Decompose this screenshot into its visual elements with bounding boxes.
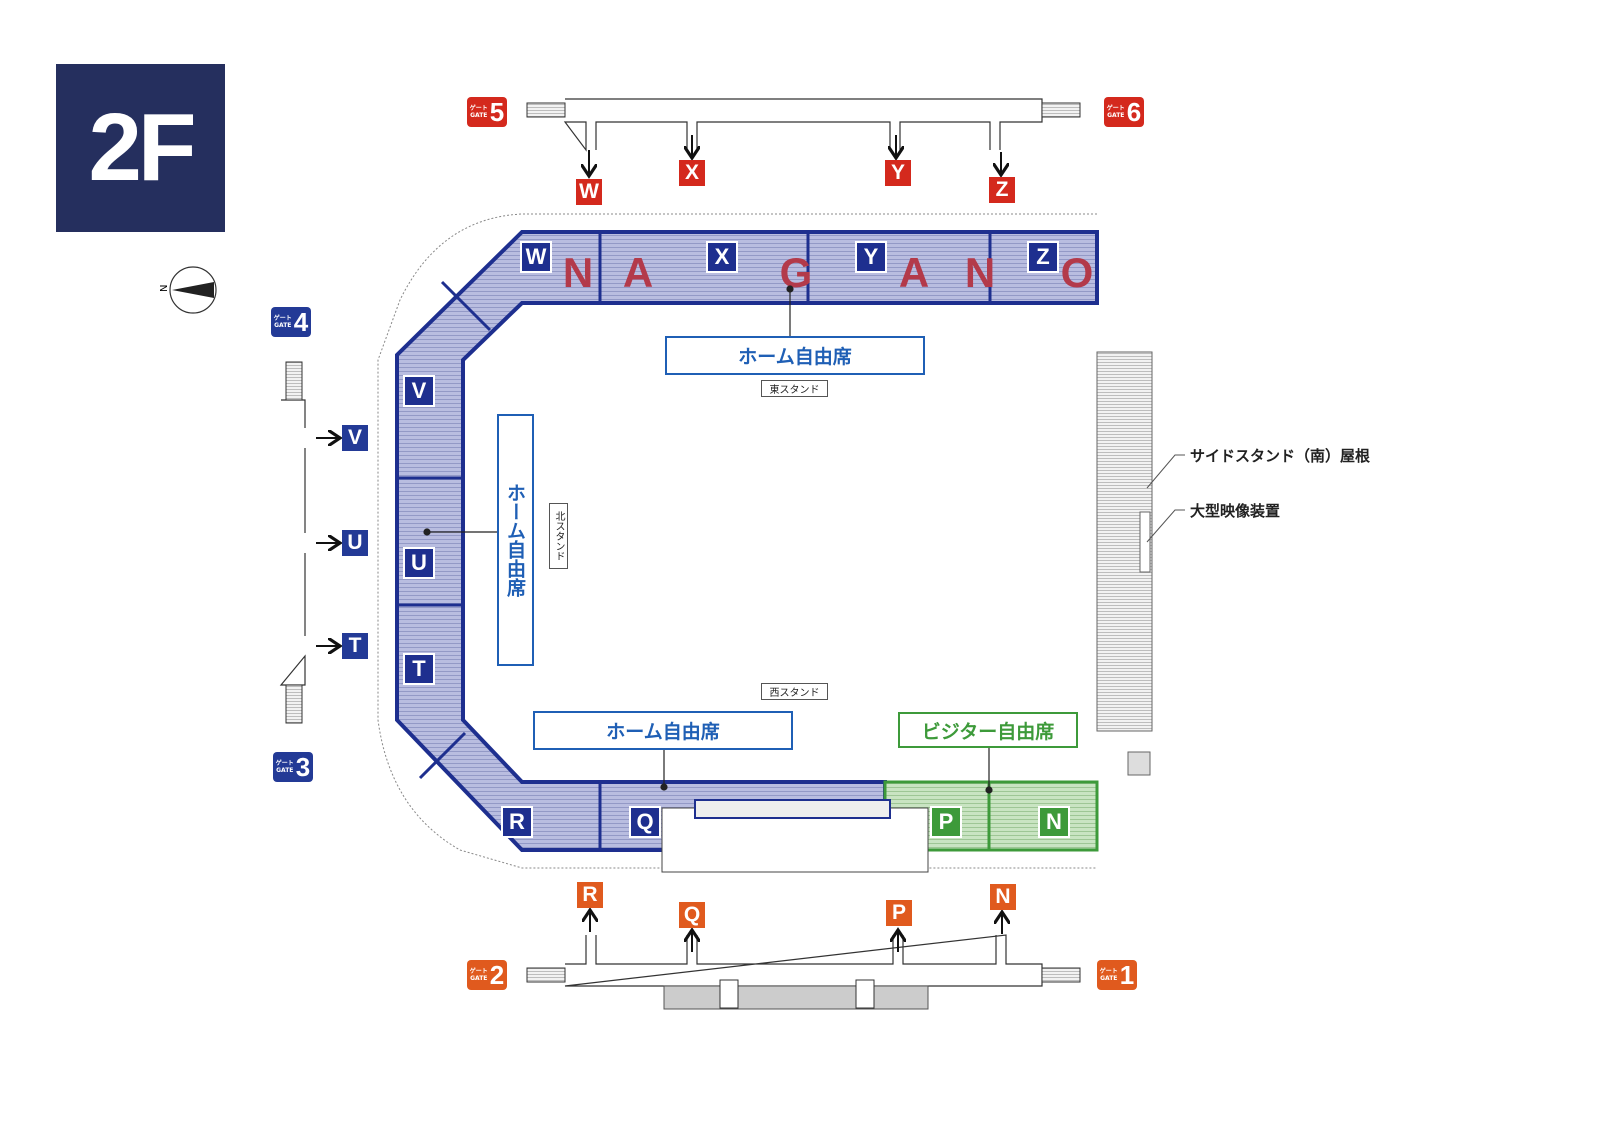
stairs-gate2 — [526, 967, 566, 983]
section-q[interactable]: Q — [629, 806, 661, 838]
top-entry-arrows — [589, 135, 1001, 174]
gate-label-jp: ゲート — [469, 968, 488, 975]
gate-label-jp: ゲート — [1099, 968, 1118, 975]
home-seat-callout-east: ホーム自由席 — [665, 336, 925, 375]
section-r[interactable]: R — [501, 806, 533, 838]
section-dividers — [397, 232, 992, 850]
roof-leader-line — [1146, 454, 1185, 489]
gate-label-en: GATE — [274, 322, 292, 329]
entrance-n: N — [990, 884, 1016, 910]
entrance-z: Z — [989, 177, 1015, 203]
section-t[interactable]: T — [403, 653, 435, 685]
seat-lettering-letter: A — [623, 249, 653, 296]
left-corridor — [279, 399, 306, 686]
stairs-gate4 — [285, 361, 303, 401]
left-entry-arrows — [316, 438, 338, 646]
gate-label-jp: ゲート — [275, 760, 294, 767]
entrance-x: X — [679, 160, 705, 186]
section-u[interactable]: U — [403, 547, 435, 579]
screen-leader-line — [1146, 509, 1185, 543]
floor-label: 2F — [56, 64, 225, 232]
section-z[interactable]: Z — [1027, 241, 1059, 273]
bottom-building — [663, 985, 929, 1010]
gate-label-en: GATE — [470, 112, 488, 119]
top-corridor — [563, 98, 1043, 152]
entrance-p: P — [886, 900, 912, 926]
entrance-r: R — [577, 882, 603, 908]
entrance-y: Y — [885, 160, 911, 186]
gate-number: 4 — [293, 306, 309, 337]
compass: N — [156, 266, 220, 314]
gate-label-jp: ゲート — [1106, 105, 1125, 112]
seat-lettering-letter: A — [899, 249, 929, 296]
home-seat-callout-west: ホーム自由席 — [533, 711, 793, 750]
seat-lettering-letter: N — [965, 249, 995, 296]
entrance-w: W — [576, 179, 602, 205]
large-screen-label: 大型映像装置 — [1190, 502, 1281, 520]
side-stand-roof-label: サイドスタンド（南）屋根 — [1190, 447, 1371, 465]
gate-label-en: GATE — [1100, 975, 1118, 982]
gate-label-en: GATE — [276, 767, 294, 774]
entrance-v: V — [342, 425, 368, 451]
bottom-door — [855, 979, 875, 1009]
stairs-gate5 — [526, 102, 566, 118]
seat-lettering-letter: O — [1061, 249, 1094, 296]
large-screen — [1139, 511, 1151, 573]
stairs-gate3 — [285, 684, 303, 724]
section-x[interactable]: X — [706, 241, 738, 273]
section-v[interactable]: V — [403, 375, 435, 407]
seat-lettering-letter: N — [563, 249, 593, 296]
gate-number: 6 — [1126, 96, 1142, 127]
east-stand-label: 東スタンド — [761, 380, 828, 397]
bottom-entry-arrows — [590, 912, 1002, 952]
section-y[interactable]: Y — [855, 241, 887, 273]
entrance-q: Q — [679, 902, 705, 928]
stairs-gate1 — [1041, 967, 1081, 983]
section-p[interactable]: P — [930, 806, 962, 838]
compass-icon: N — [159, 266, 217, 314]
section-w[interactable]: W — [520, 241, 552, 273]
entrance-u: U — [342, 530, 368, 556]
gate-number: 2 — [489, 959, 505, 990]
gate-label-jp: ゲート — [469, 105, 488, 112]
gate-label-jp: ゲート — [273, 315, 292, 322]
home-seat-callout-north: ホーム自由席 — [497, 414, 534, 666]
concourse-outline — [377, 213, 1097, 869]
section-n[interactable]: N — [1038, 806, 1070, 838]
north-stand-label: 北スタンド — [549, 503, 568, 569]
gate-label-en: GATE — [1107, 112, 1125, 119]
gate-number: 1 — [1119, 959, 1135, 990]
bottom-door — [719, 979, 739, 1009]
seat-lettering-letter: G — [780, 249, 813, 296]
gate-number: 5 — [489, 96, 505, 127]
west-stand-label: 西スタンド — [761, 683, 828, 700]
callout-lines — [423, 285, 993, 794]
vip-seats — [694, 799, 891, 819]
gate-number: 3 — [295, 751, 311, 782]
gate-label-en: GATE — [470, 975, 488, 982]
compass-north-label: N — [159, 285, 170, 292]
small-structure — [1127, 751, 1151, 776]
stairs-gate6 — [1041, 102, 1081, 118]
entrance-t: T — [342, 633, 368, 659]
visitor-seat-callout: ビジター自由席 — [898, 712, 1078, 748]
bottom-corridor — [564, 934, 1043, 987]
